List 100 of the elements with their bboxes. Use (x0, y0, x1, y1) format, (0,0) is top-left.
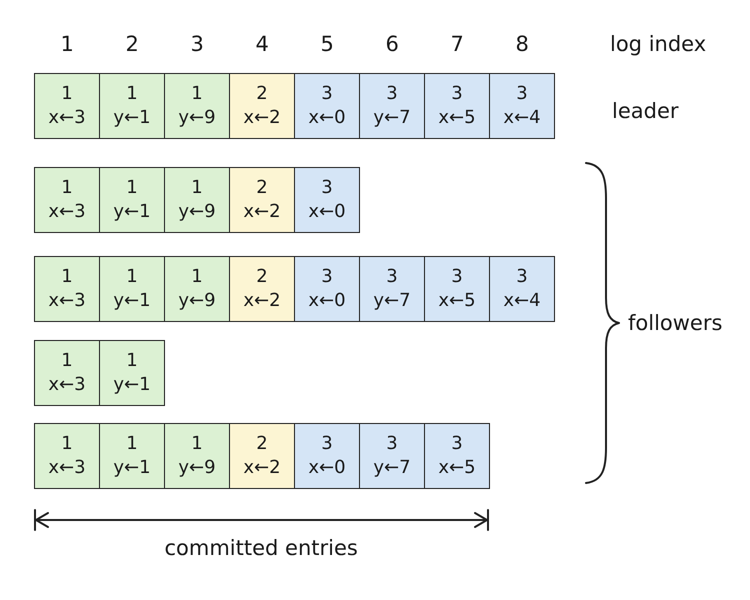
command-text: x←5 (438, 106, 476, 130)
log-entry (294, 73, 360, 139)
term-number: 1 (126, 265, 138, 289)
index-number: 4 (256, 31, 269, 57)
term-number: 2 (256, 265, 268, 289)
index-number: 6 (386, 31, 399, 57)
log-entry (359, 423, 425, 489)
term-number: 3 (451, 265, 463, 289)
log-entry (229, 423, 295, 489)
index-number: 1 (60, 31, 74, 57)
log-entry (34, 340, 100, 406)
row-label: leader (612, 98, 679, 124)
dimension-label: committed entries (164, 535, 358, 561)
term-number: 3 (321, 82, 333, 106)
command-text: x←3 (48, 289, 86, 313)
term-number: 1 (191, 82, 203, 106)
log-entry (294, 256, 360, 322)
log-entry (99, 423, 165, 489)
command-text: y←7 (373, 456, 411, 480)
command-text: y←1 (113, 200, 151, 224)
log-entry (229, 73, 295, 139)
term-number: 1 (126, 176, 138, 200)
term-number: 3 (321, 176, 333, 200)
command-text: x←3 (48, 456, 86, 480)
command-text: x←3 (48, 373, 86, 397)
command-text: y←9 (178, 106, 216, 130)
term-number: 3 (321, 432, 333, 456)
term-number: 1 (61, 432, 73, 456)
log-entry (164, 73, 230, 139)
log-entry (164, 167, 230, 233)
term-number: 3 (386, 432, 398, 456)
log-entry (489, 256, 555, 322)
index-number: 7 (450, 31, 464, 57)
term-number: 1 (61, 82, 73, 106)
log-entry (489, 73, 555, 139)
index-number: 3 (190, 31, 204, 57)
group-label: followers (628, 310, 722, 336)
log-entry (34, 167, 100, 233)
command-text: x←5 (438, 456, 476, 480)
term-number: 3 (451, 82, 463, 106)
command-text: x←0 (308, 289, 346, 313)
log-entry (99, 73, 165, 139)
command-text: x←2 (243, 289, 281, 313)
command-text: x←2 (243, 456, 281, 480)
term-number: 1 (61, 349, 73, 373)
command-text: x←0 (308, 200, 346, 224)
term-number: 3 (321, 265, 333, 289)
index-number: 8 (516, 31, 529, 57)
command-text: x←2 (243, 106, 281, 130)
command-text: x←4 (503, 106, 541, 130)
command-text: y←7 (373, 289, 411, 313)
term-number: 1 (126, 432, 138, 456)
term-number: 1 (191, 432, 203, 456)
log-entry (359, 256, 425, 322)
command-text: x←2 (243, 200, 281, 224)
log-entry (34, 256, 100, 322)
term-number: 1 (61, 176, 73, 200)
log-entry (294, 423, 360, 489)
term-number: 2 (256, 432, 268, 456)
term-number: 3 (516, 82, 528, 106)
log-entry (34, 73, 100, 139)
term-number: 3 (516, 265, 528, 289)
command-text: y←1 (113, 456, 151, 480)
term-number: 3 (451, 432, 463, 456)
log-entry (359, 73, 425, 139)
term-number: 3 (386, 82, 398, 106)
command-text: y←9 (178, 200, 216, 224)
log-entry (99, 340, 165, 406)
term-number: 1 (61, 265, 73, 289)
command-text: x←4 (503, 289, 541, 313)
command-text: y←1 (113, 106, 151, 130)
log-entry (229, 256, 295, 322)
command-text: x←0 (308, 106, 346, 130)
log-entry (229, 167, 295, 233)
term-number: 1 (191, 265, 203, 289)
command-text: y←9 (178, 289, 216, 313)
log-entry (294, 167, 360, 233)
log-entry (34, 423, 100, 489)
index-number: 2 (126, 31, 139, 57)
index-number: 5 (320, 31, 334, 57)
log-entry (164, 423, 230, 489)
term-number: 1 (126, 82, 138, 106)
log-entry (164, 256, 230, 322)
command-text: y←7 (373, 106, 411, 130)
command-text: x←0 (308, 456, 346, 480)
log-entry (424, 73, 490, 139)
log-entry (424, 423, 490, 489)
command-text: x←3 (48, 106, 86, 130)
term-number: 1 (126, 349, 138, 373)
column-heading: log index (610, 31, 706, 57)
command-text: y←1 (113, 289, 151, 313)
term-number: 3 (386, 265, 398, 289)
command-text: x←5 (438, 289, 476, 313)
log-entry (99, 167, 165, 233)
term-number: 2 (256, 82, 268, 106)
log-entry (424, 256, 490, 322)
term-number: 2 (256, 176, 268, 200)
command-text: y←9 (178, 456, 216, 480)
command-text: y←1 (113, 373, 151, 397)
term-number: 1 (191, 176, 203, 200)
